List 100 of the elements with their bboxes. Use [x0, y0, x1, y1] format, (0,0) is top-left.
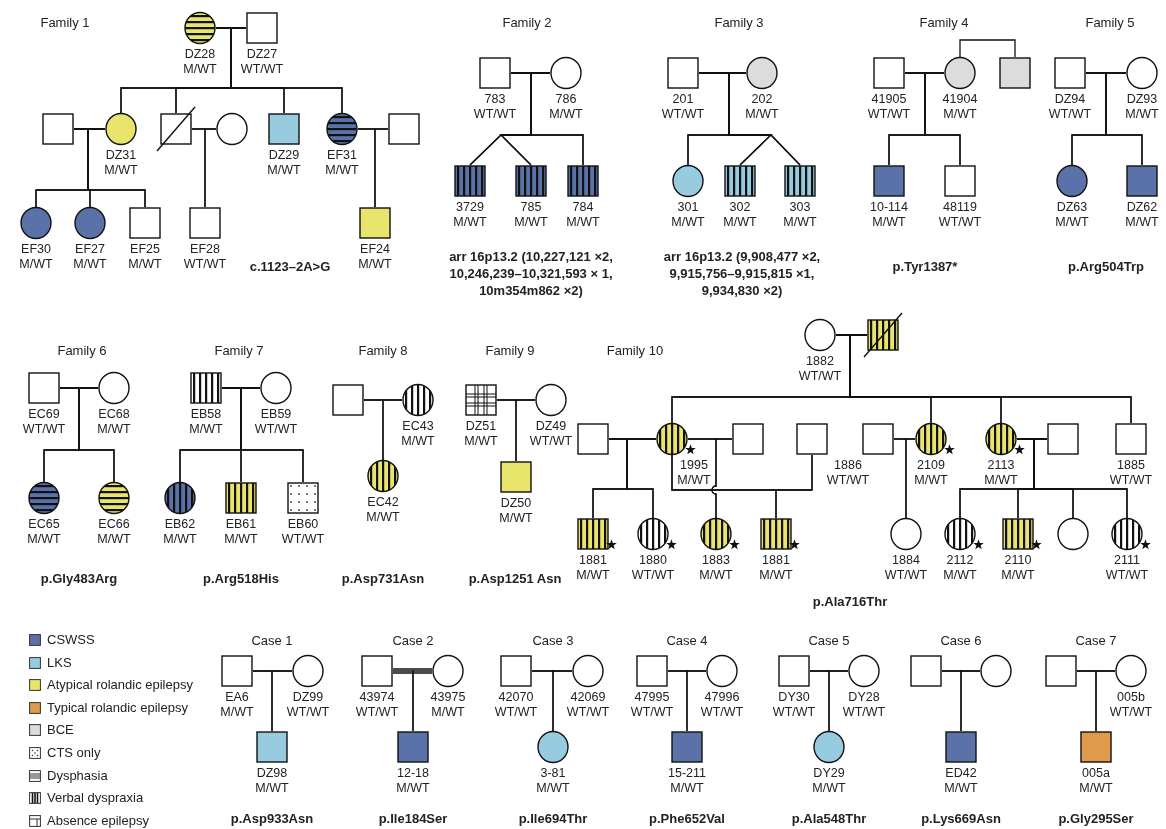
legend-label: Atypical rolandic epilepsy — [47, 677, 193, 694]
female-symbol — [672, 165, 704, 197]
individual-id: DY29 — [813, 766, 845, 781]
individual-id: 785 — [520, 200, 542, 215]
female-symbol — [74, 207, 106, 239]
female-symbol — [184, 12, 216, 44]
female-symbol — [105, 113, 137, 145]
individual-id: 1880 — [639, 553, 667, 568]
genotype: WT/WT — [630, 705, 674, 720]
variant-label: p.Asp933Asn — [230, 810, 314, 827]
descent-line — [240, 387, 304, 483]
female-symbol — [985, 423, 1017, 455]
genotype: M/WT — [812, 781, 846, 796]
genotype: WT/WT — [938, 215, 982, 230]
genotype: WT/WT — [254, 422, 298, 437]
descent-line — [412, 670, 433, 732]
individual-id: DZ29 — [268, 148, 300, 163]
male-symbol — [1080, 731, 1112, 763]
individual-id: DZ94 — [1054, 92, 1086, 107]
legend-label: Verbal dyspraxia — [47, 790, 144, 807]
genotype: WT/WT — [1048, 107, 1092, 122]
female-symbol — [537, 731, 569, 763]
genotype: M/WT — [464, 434, 498, 449]
male-symbol — [28, 372, 60, 404]
individual-id: 1885 — [1117, 458, 1145, 473]
individual-id: 12-18 — [397, 766, 429, 781]
male-symbol — [1054, 57, 1086, 89]
individual-id: EF24 — [360, 242, 390, 257]
individual-id: DZ49 — [535, 419, 567, 434]
genotype: M/WT — [366, 510, 400, 525]
male-symbol — [667, 57, 699, 89]
female-symbol — [164, 482, 196, 514]
male-symbol — [910, 655, 942, 687]
male-symbol — [760, 518, 792, 550]
female-symbol — [804, 319, 836, 351]
case-title: Case 6 — [940, 632, 982, 649]
female-symbol — [890, 518, 922, 550]
individual-id: 10-114 — [870, 200, 908, 215]
male-symbol — [636, 655, 668, 687]
female-symbol — [367, 460, 399, 492]
male-symbol — [397, 731, 429, 763]
legend-label: Typical rolandic epilepsy — [47, 699, 188, 716]
female-symbol — [216, 113, 248, 145]
male-symbol — [784, 165, 816, 197]
consanguinity-line — [392, 668, 433, 674]
genotype: WT/WT — [631, 568, 675, 583]
individual-id: 302 — [729, 200, 751, 215]
female-symbol — [98, 482, 130, 514]
individual-id: 201 — [672, 92, 694, 107]
genotype: M/WT — [783, 215, 817, 230]
female-symbol — [944, 57, 976, 89]
genotype: M/WT — [189, 422, 223, 437]
family-title: Family 5 — [1085, 14, 1135, 31]
genotype: WT/WT — [1105, 568, 1149, 583]
individual-id: EC43 — [402, 419, 434, 434]
individual-id: DY28 — [848, 690, 880, 705]
individual-id: ED42 — [945, 766, 977, 781]
female-symbol — [944, 518, 976, 550]
female-symbol — [656, 423, 688, 455]
family-title: Family 8 — [358, 342, 408, 359]
male-symbol — [287, 482, 319, 514]
male-symbol — [42, 113, 74, 145]
individual-id: 3-81 — [540, 766, 566, 781]
individual-id: 41905 — [871, 92, 907, 107]
genotype: WT/WT — [842, 705, 886, 720]
descent-line — [711, 438, 733, 519]
male-symbol — [361, 655, 393, 687]
genotype: M/WT — [325, 163, 359, 178]
case-title: Case 5 — [808, 632, 850, 649]
individual-id: 783 — [484, 92, 506, 107]
male-symbol — [465, 384, 497, 416]
genotype: WT/WT — [1109, 473, 1153, 488]
individual-id: 43975 — [430, 690, 466, 705]
legend-label: CSWSS — [47, 632, 95, 648]
genotype: WT/WT — [661, 107, 705, 122]
individual-id: EC65 — [28, 517, 60, 532]
individual-id: 301 — [677, 200, 699, 215]
genotype: M/WT — [1079, 781, 1113, 796]
case-title: Case 7 — [1075, 632, 1117, 649]
female-symbol — [432, 655, 464, 687]
genotype: M/WT — [27, 532, 61, 547]
genotype: WT/WT — [772, 705, 816, 720]
individual-id: 786 — [555, 92, 577, 107]
descent-line — [1105, 72, 1143, 166]
descent-line — [1033, 438, 1128, 519]
genotype: WT/WT — [494, 705, 538, 720]
genotype: WT/WT — [281, 532, 325, 547]
genotype: WT/WT — [22, 422, 66, 437]
individual-id: 1883 — [702, 553, 730, 568]
genotype: M/WT — [677, 473, 711, 488]
variant-label: p.Asp1251 Asn — [468, 570, 562, 587]
genotype: M/WT — [943, 107, 977, 122]
individual-id: 43974 — [359, 690, 395, 705]
genotype: M/WT — [1125, 215, 1159, 230]
male-symbol — [671, 731, 703, 763]
variant-label: arr 16p13.2 (10,227,121 ×2, 10,246,239–10,321,593 × 1, 10m354m862 ×2) — [448, 248, 614, 299]
individual-id: EF25 — [130, 242, 160, 257]
descent-line — [78, 387, 115, 483]
genotype: M/WT — [984, 473, 1018, 488]
individual-id: 3729 — [456, 200, 484, 215]
